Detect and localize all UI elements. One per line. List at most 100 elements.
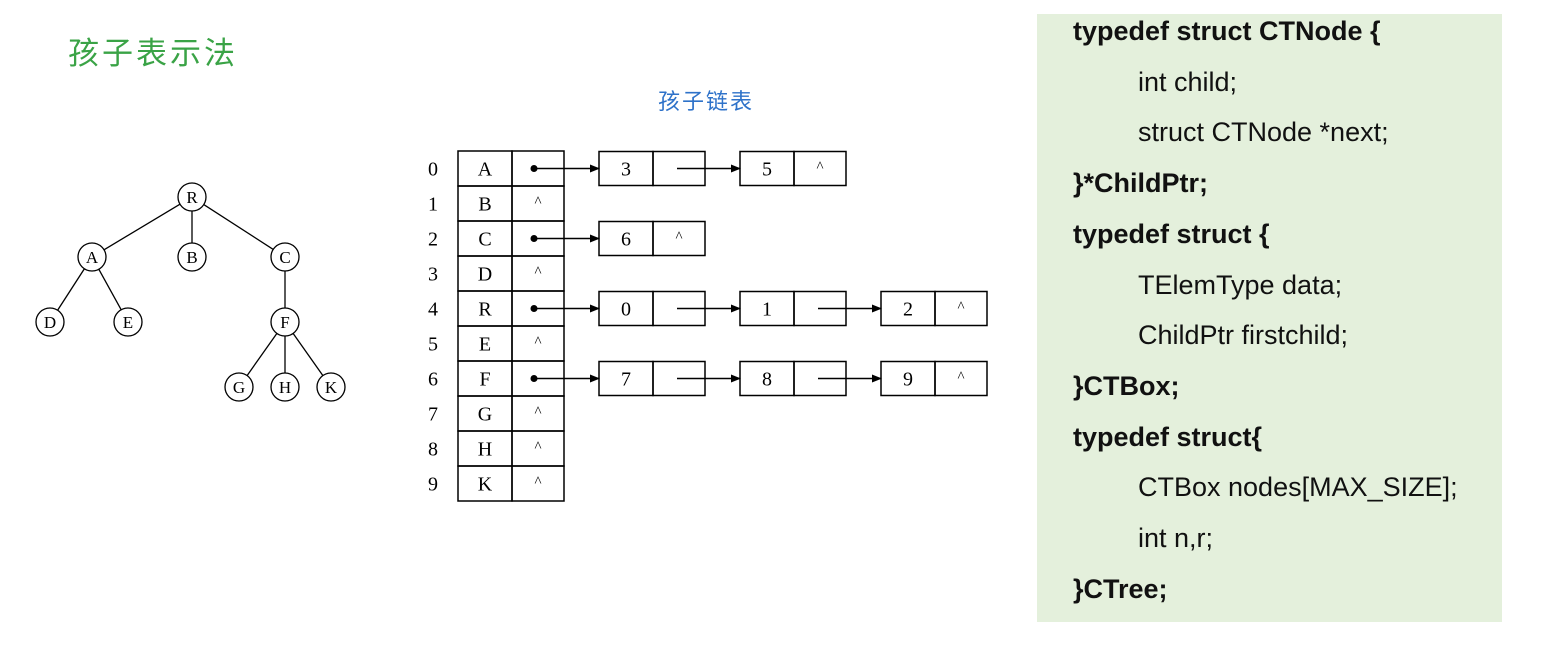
null-pointer: ^: [675, 230, 682, 246]
tree-edge-R-A: [103, 203, 181, 251]
page-title: 孩子表示法: [68, 36, 238, 72]
code-line: TElemType data;: [1138, 269, 1343, 300]
svg-text:7: 7: [621, 369, 631, 391]
list-row-5: 5 E ^: [428, 325, 565, 362]
svg-text:E: E: [123, 313, 133, 332]
row-data: K: [478, 474, 493, 496]
code-line: int n,r;: [1138, 523, 1214, 553]
row-index: 4: [428, 299, 438, 321]
child-node-9: 9^: [880, 360, 988, 397]
tree-node-H: H: [270, 372, 300, 402]
tree-node-F: F: [270, 307, 300, 337]
code-line: int child;: [1138, 66, 1238, 97]
child-node-6: 6^: [598, 220, 706, 257]
code-panel: typedef struct CTNode { int child; struct …: [1037, 14, 1502, 622]
svg-text:6: 6: [621, 229, 631, 251]
tree-edge-F-K: [292, 333, 324, 376]
svg-text:0: 0: [621, 299, 631, 321]
row-index: 6: [428, 369, 438, 391]
row-data: E: [479, 334, 491, 356]
row-index: 7: [428, 404, 438, 426]
svg-text:8: 8: [762, 369, 772, 391]
tree-node-R: R: [177, 182, 207, 212]
null-pointer: ^: [534, 335, 541, 351]
row-data: H: [478, 439, 492, 461]
svg-text:F: F: [280, 313, 289, 332]
code-line: typedef struct{: [1073, 421, 1263, 452]
svg-text:1: 1: [762, 299, 772, 321]
svg-text:9: 9: [903, 369, 913, 391]
row-data: R: [478, 299, 492, 321]
code-line: }CTBox;: [1073, 370, 1180, 401]
child-node-5: 5^: [739, 150, 847, 187]
child-node-1: 1: [739, 290, 882, 327]
row-index: 5: [428, 334, 438, 356]
svg-text:G: G: [233, 378, 245, 397]
row-index: 1: [428, 194, 438, 216]
svg-text:D: D: [44, 313, 56, 332]
svg-text:B: B: [186, 248, 197, 267]
code-line: ChildPtr firstchild;: [1138, 320, 1349, 351]
code-line: }CTree;: [1073, 573, 1168, 604]
tree-edge-F-G: [246, 333, 278, 376]
null-pointer: ^: [534, 405, 541, 421]
tree-edge-R-C: [203, 204, 274, 250]
child-node-0: 0: [598, 290, 741, 327]
null-pointer: ^: [534, 195, 541, 211]
code-line: }*ChildPtr;: [1073, 168, 1208, 199]
row-index: 9: [428, 474, 438, 496]
row-data: F: [479, 369, 490, 391]
svg-text:5: 5: [762, 159, 772, 181]
tree-node-A: A: [77, 242, 107, 272]
null-pointer: ^: [534, 440, 541, 456]
svg-text:C: C: [279, 248, 290, 267]
list-row-9: 9 K ^: [428, 465, 565, 502]
row-data: C: [478, 229, 491, 251]
row-data: D: [478, 264, 492, 286]
tree-node-D: D: [35, 307, 65, 337]
diagram-subtitle: 孩子链表: [658, 90, 755, 115]
list-row-7: 7 G ^: [428, 395, 565, 432]
tree-node-K: K: [316, 372, 346, 402]
row-index: 0: [428, 159, 438, 181]
tree-node-E: E: [113, 307, 143, 337]
child-node-8: 8: [739, 360, 882, 397]
row-index: 2: [428, 229, 438, 251]
row-data: A: [478, 159, 493, 181]
list-row-3: 3 D ^: [428, 255, 565, 292]
null-pointer: ^: [534, 265, 541, 281]
svg-text:A: A: [86, 248, 99, 267]
tree-edge-A-D: [57, 268, 85, 311]
null-pointer: ^: [816, 160, 823, 176]
child-node-2: 2^: [880, 290, 988, 327]
svg-text:3: 3: [621, 159, 631, 181]
row-index: 8: [428, 439, 438, 461]
tree-node-B: B: [177, 242, 207, 272]
list-row-1: 1 B ^: [428, 185, 565, 222]
child-node-3: 3: [598, 150, 741, 187]
null-pointer: ^: [534, 475, 541, 491]
list-row-8: 8 H ^: [428, 430, 565, 467]
null-pointer: ^: [957, 370, 964, 386]
row-data: B: [478, 194, 491, 216]
null-pointer: ^: [957, 300, 964, 316]
code-line: struct CTNode *next;: [1138, 117, 1389, 148]
tree-node-G: G: [224, 372, 254, 402]
child-node-7: 7: [598, 360, 741, 397]
svg-text:H: H: [279, 378, 291, 397]
svg-text:R: R: [186, 188, 198, 207]
code-line: typedef struct CTNode {: [1073, 16, 1381, 46]
code-line: CTBox nodes[MAX_SIZE];: [1138, 472, 1458, 503]
svg-text:K: K: [325, 378, 338, 397]
row-index: 3: [428, 264, 438, 286]
tree-node-C: C: [270, 242, 300, 272]
svg-text:2: 2: [903, 299, 913, 321]
row-data: G: [478, 404, 492, 426]
tree-edge-A-E: [98, 268, 122, 311]
